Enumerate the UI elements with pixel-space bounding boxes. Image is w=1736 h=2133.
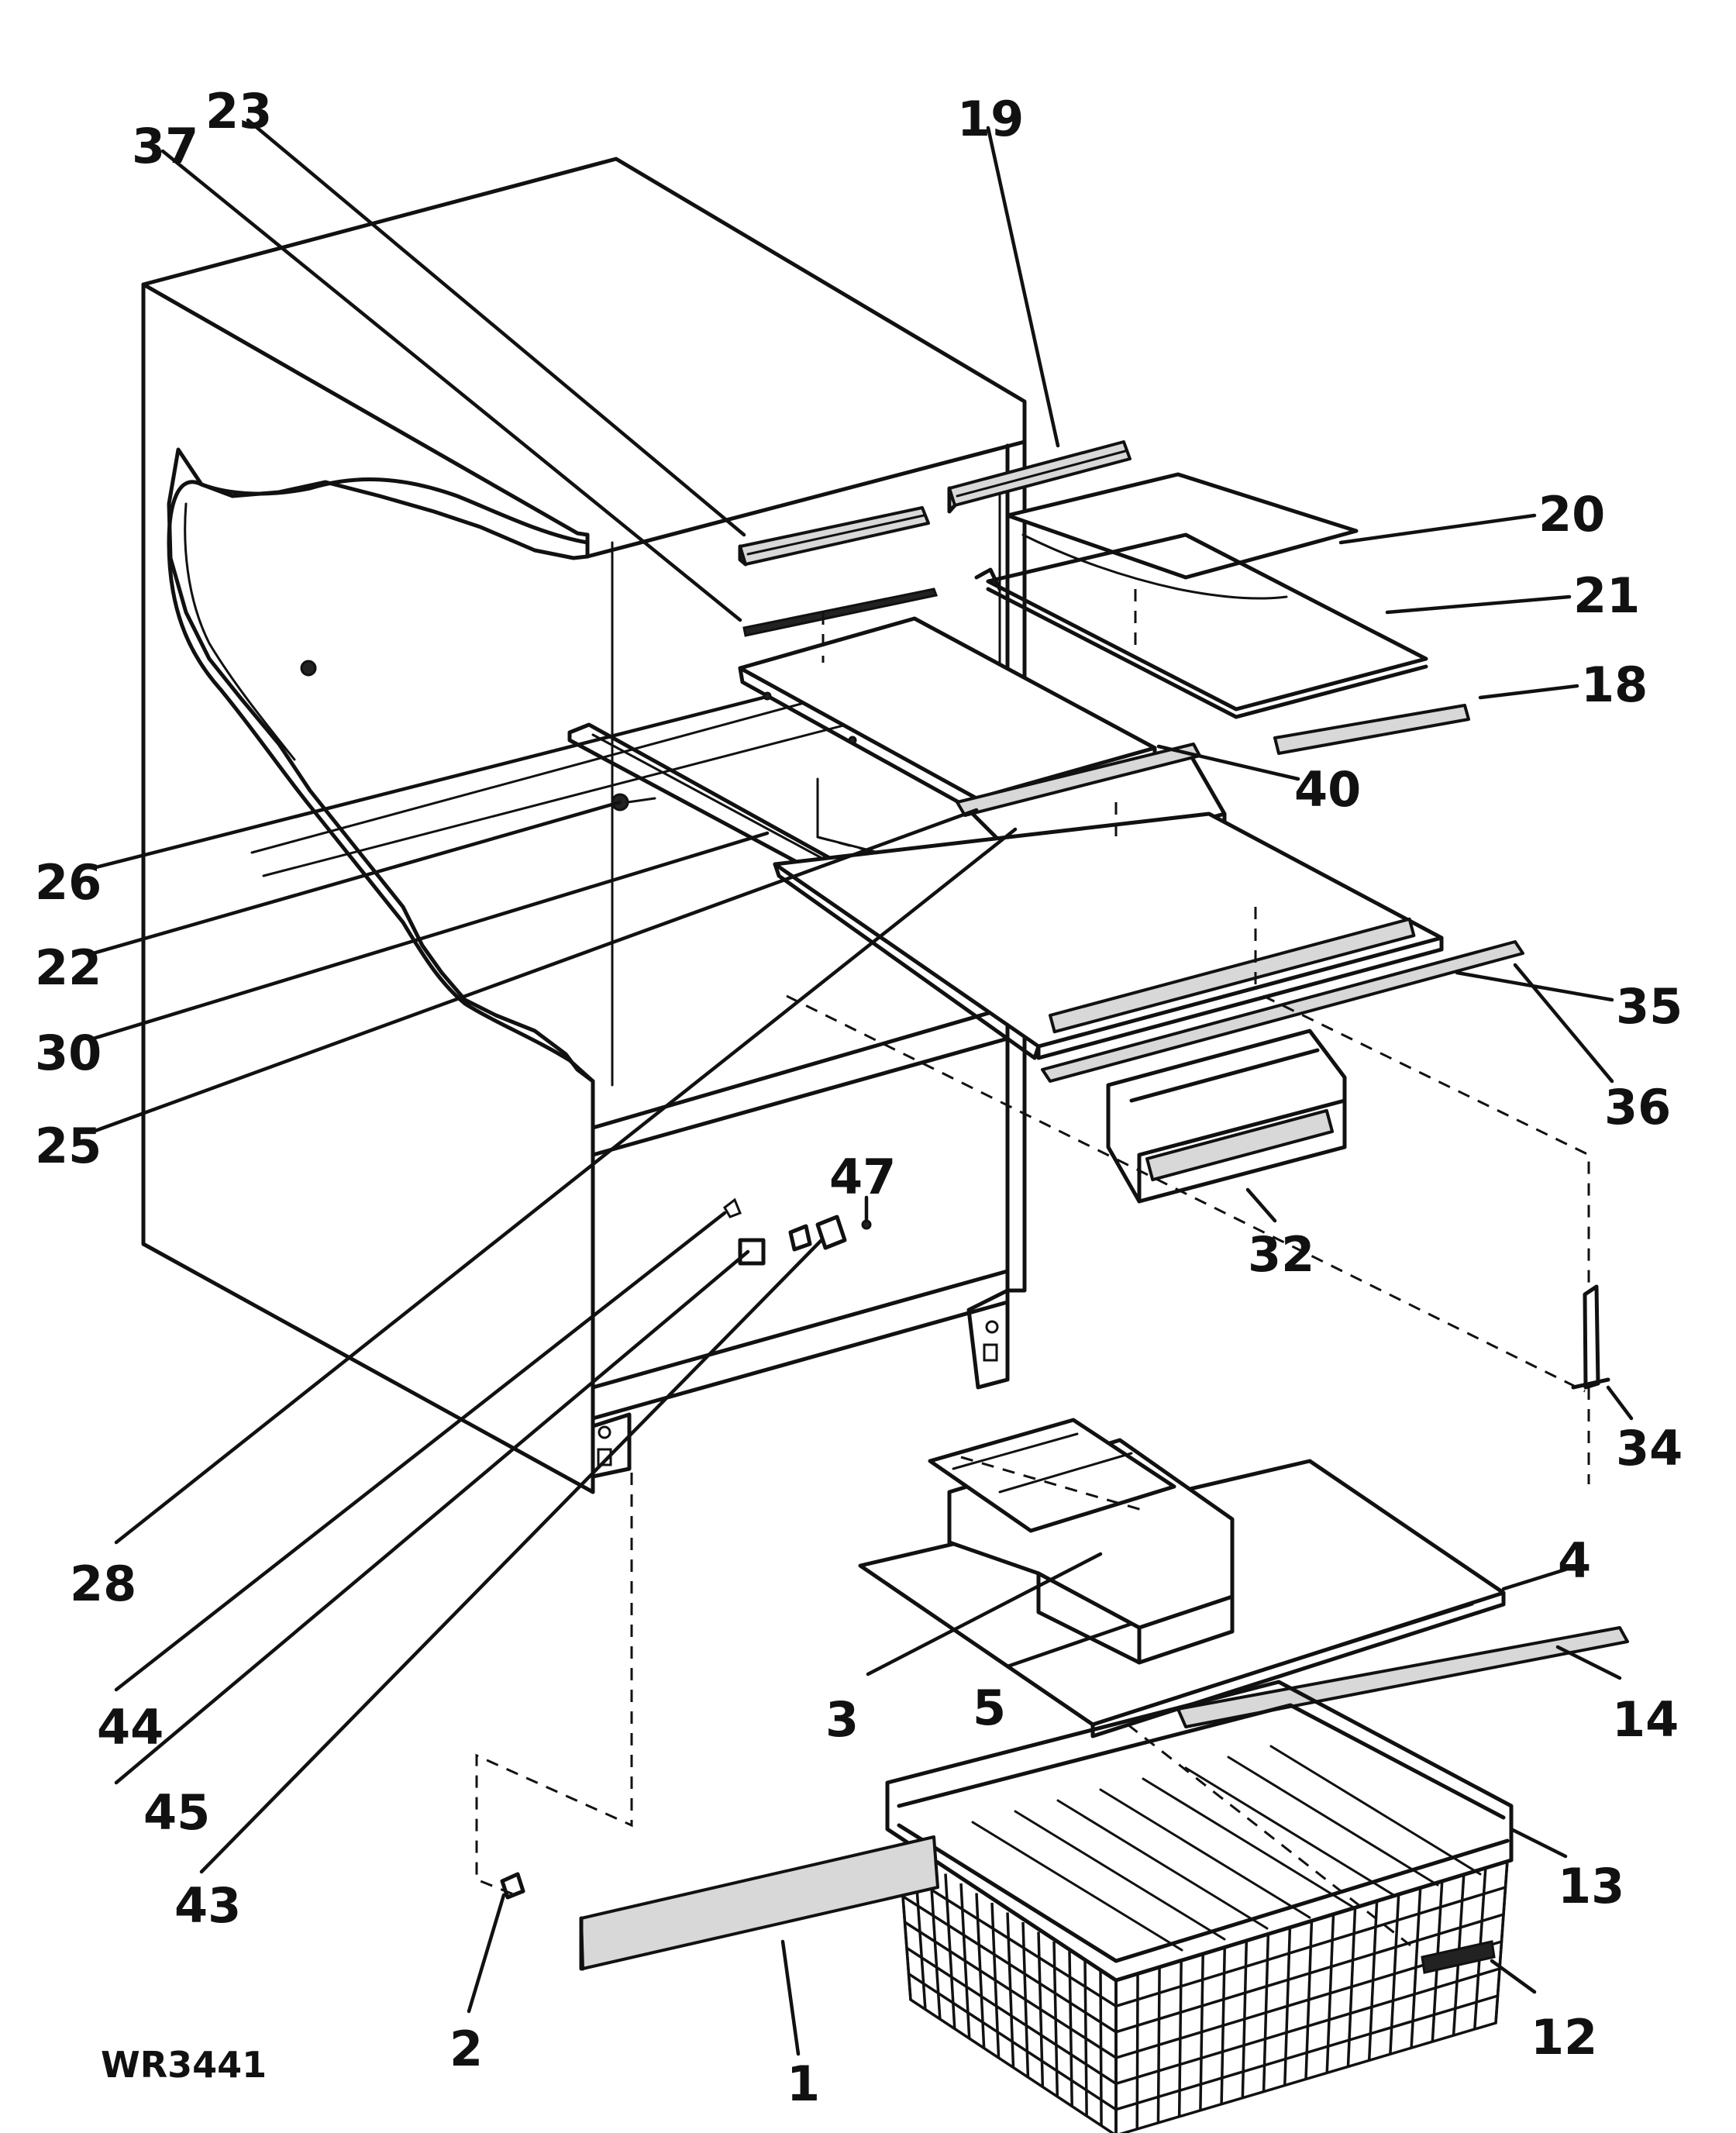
leveling-leg-34 <box>1571 1284 1610 1390</box>
rail-23 <box>738 506 930 567</box>
trim-18 <box>1273 704 1470 755</box>
part-label-47: 47 <box>829 1149 896 1205</box>
part-label-18: 18 <box>1581 656 1648 713</box>
part-label-28: 28 <box>70 1556 136 1612</box>
leader-25 <box>91 808 979 1134</box>
part-label-5: 5 <box>973 1680 1006 1736</box>
leader-3 <box>866 1552 1103 1676</box>
basket-wire <box>906 1946 1500 2086</box>
leader-14 <box>1555 1645 1622 1680</box>
hardware-43 <box>815 1215 847 1250</box>
ice-tray-3 <box>928 1418 1176 1533</box>
cabinet-screw-icon <box>300 660 317 677</box>
part-label-37: 37 <box>132 118 198 174</box>
leader-18 <box>1478 684 1579 700</box>
leader-23 <box>246 118 746 537</box>
basket-wire <box>971 1821 1183 1952</box>
basket-wire <box>1184 1766 1397 1897</box>
leader-36 <box>1513 963 1614 1084</box>
part-label-36: 36 <box>1604 1079 1671 1135</box>
part-label-20: 20 <box>1538 486 1605 543</box>
leader-28 <box>114 827 1018 1545</box>
leader-12 <box>1490 1959 1537 1994</box>
part-label-32: 32 <box>1248 1226 1314 1283</box>
leader-lines <box>91 118 1634 2056</box>
basket-wire <box>1269 1745 1482 1876</box>
part-label-22: 22 <box>35 939 102 996</box>
part-label-1: 1 <box>787 2055 820 2112</box>
part-label-4: 4 <box>1558 1532 1591 1589</box>
part-label-34: 34 <box>1616 1420 1683 1477</box>
glass-shelf-20 <box>1005 472 1359 600</box>
leader-21 <box>1385 594 1572 615</box>
part-label-44: 44 <box>97 1699 164 1756</box>
leader-5 <box>1005 1621 1134 1669</box>
stop-12 <box>1421 1940 1496 1974</box>
leader-32 <box>1245 1187 1277 1223</box>
drawing-code: WR3441 <box>101 2044 267 2086</box>
clip-2 <box>500 1872 525 1900</box>
part-label-43: 43 <box>174 1877 241 1934</box>
part-label-40: 40 <box>1294 761 1361 818</box>
leader-26 <box>91 695 766 870</box>
part-label-21: 21 <box>1573 567 1640 624</box>
basket-wire <box>1056 1799 1269 1930</box>
leader-20 <box>1338 513 1537 545</box>
basket-wire <box>1099 1788 1311 1919</box>
leader-19 <box>986 126 1060 448</box>
leader-22 <box>91 800 622 956</box>
leader-43 <box>199 1238 824 1874</box>
basket-wire <box>902 1895 1504 2034</box>
part-label-35: 35 <box>1616 978 1683 1035</box>
leader-13 <box>1509 1827 1568 1859</box>
basket-wire <box>1227 1756 1439 1887</box>
leader-4 <box>1501 1567 1568 1591</box>
wire-basket-13 <box>885 1680 1514 2133</box>
shelf-frame-21 <box>974 532 1428 719</box>
leader-2 <box>467 1893 506 2014</box>
leader-44 <box>114 1211 727 1692</box>
part-label-30: 30 <box>35 1025 102 1081</box>
trim-36 <box>1041 940 1524 1083</box>
basket-wire <box>904 1921 1503 2059</box>
part-label-45: 45 <box>143 1784 210 1841</box>
leader-1 <box>780 1939 801 2056</box>
part-label-13: 13 <box>1558 1858 1624 1914</box>
part-labels: 23 37 19 20 21 18 40 26 22 30 25 35 36 4… <box>35 83 1683 2112</box>
part-label-19: 19 <box>957 91 1024 147</box>
strip-37 <box>742 588 939 637</box>
part-label-25: 25 <box>35 1118 102 1174</box>
basket-wire <box>908 1973 1498 2111</box>
part-label-3: 3 <box>825 1691 859 1748</box>
hardware-45 <box>738 1224 812 1266</box>
rail-19 <box>947 440 1132 514</box>
part-label-23: 23 <box>205 83 272 140</box>
leader-30 <box>91 831 770 1041</box>
shelf-35 <box>773 812 1444 1060</box>
part-label-12: 12 <box>1531 2009 1597 2066</box>
leader-37 <box>160 149 742 622</box>
leader-34 <box>1606 1385 1634 1421</box>
drawer-32 <box>1106 1029 1347 1204</box>
hardware-44 <box>723 1197 742 1218</box>
handle-14 <box>1176 1626 1629 1728</box>
alignment-lines <box>475 589 1590 1947</box>
base-rail-1 <box>579 1835 939 1971</box>
leader-40 <box>1156 744 1300 781</box>
part-label-14: 14 <box>1612 1691 1679 1748</box>
basket-wire <box>1014 1810 1226 1941</box>
part-label-2: 2 <box>450 2021 483 2077</box>
cabinet-shell <box>141 157 1027 1494</box>
basket-wire <box>1142 1777 1354 1908</box>
basket-wire <box>900 1869 1507 2008</box>
part-label-26: 26 <box>35 854 102 911</box>
leader-45 <box>114 1249 750 1785</box>
